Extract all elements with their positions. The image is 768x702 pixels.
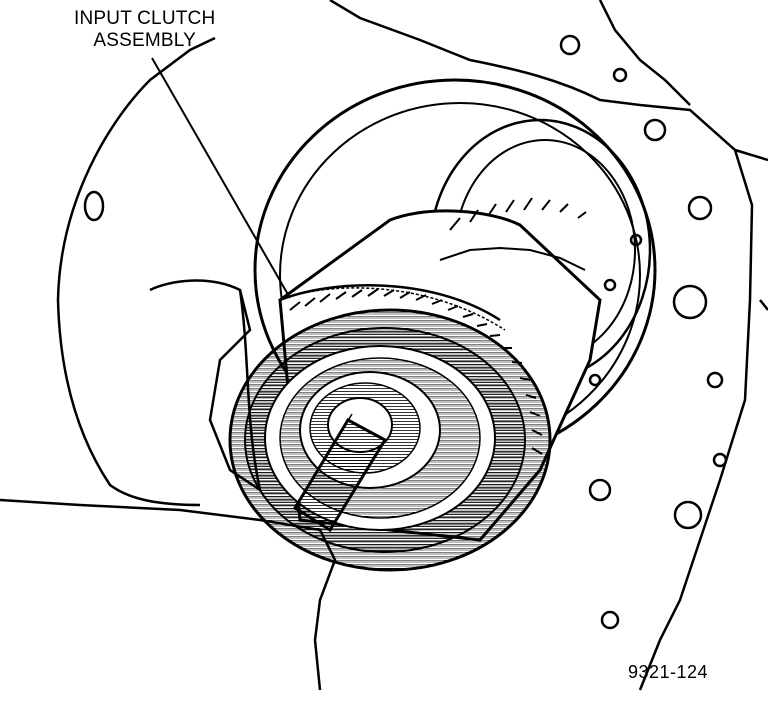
tool-shaft bbox=[292, 413, 388, 533]
figure-id: 9321-124 bbox=[628, 662, 709, 682]
callout-label: INPUT CLUTCH ASSEMBLY bbox=[74, 8, 215, 52]
callout-line-2: ASSEMBLY bbox=[93, 30, 197, 51]
case-bolt-holes bbox=[83, 34, 728, 630]
left-shroud bbox=[149, 279, 262, 492]
drum-splines bbox=[289, 288, 543, 455]
callout-line-1: INPUT CLUTCH bbox=[74, 8, 216, 29]
gear-teeth bbox=[439, 197, 587, 271]
callout-leader bbox=[151, 57, 291, 299]
